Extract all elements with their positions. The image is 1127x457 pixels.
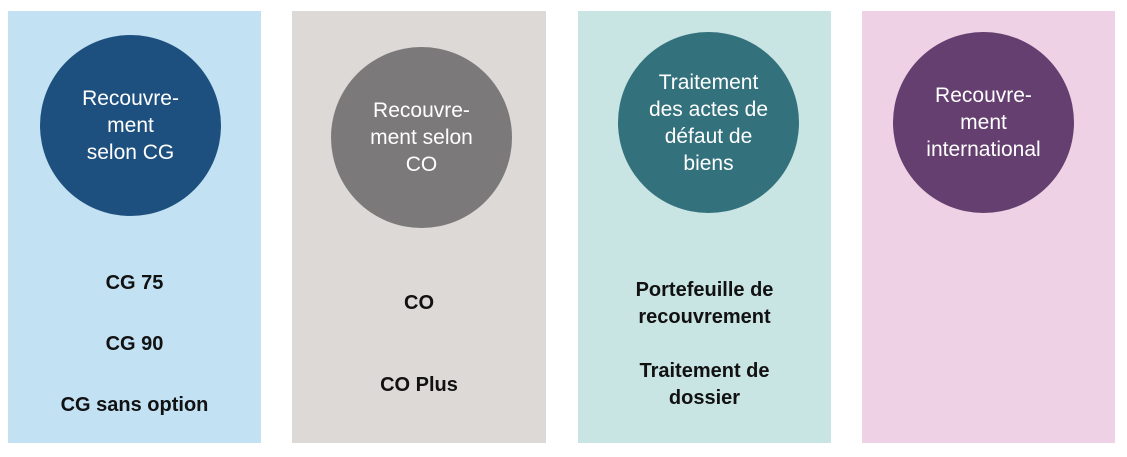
circle-co-title: Recouvre- ment selon CO [331, 47, 512, 228]
circle-co-label: Recouvre- ment selon CO [370, 99, 473, 176]
circle-adb-label: Traitement des actes de défaut de biens [648, 70, 769, 175]
circle-intl-label: Recouvre- ment international [926, 84, 1041, 161]
item-co: CO [404, 292, 434, 314]
item-traitement-dossier: Traitement de dossier [639, 360, 770, 409]
column-cg: Recouvre- ment selon CG CG 75 CG 90 CG s… [8, 11, 261, 443]
item-cg-75: CG 75 [105, 272, 164, 294]
item-cg-90: CG 90 [105, 333, 164, 355]
item-cg-sans-option: CG sans option [60, 394, 209, 416]
item-co-plus: CO Plus [380, 374, 458, 396]
circle-cg-title: Recouvre- ment selon CG [40, 35, 221, 216]
circle-adb-title: Traitement des actes de défaut de biens [618, 32, 799, 213]
circle-intl-title: Recouvre- ment international [893, 32, 1074, 213]
column-adb: Traitement des actes de défaut de biens … [578, 11, 831, 443]
column-intl: Recouvre- ment international [862, 11, 1115, 443]
items-co: CO CO Plus [292, 290, 546, 399]
items-adb: Portefeuille de recouvrement Traitement … [578, 277, 831, 412]
items-cg: CG 75 CG 90 CG sans option [8, 270, 261, 419]
column-co: Recouvre- ment selon CO CO CO Plus [292, 11, 546, 443]
item-portefeuille: Portefeuille de recouvrement [635, 279, 774, 328]
circle-cg-label: Recouvre- ment selon CG [82, 87, 179, 164]
